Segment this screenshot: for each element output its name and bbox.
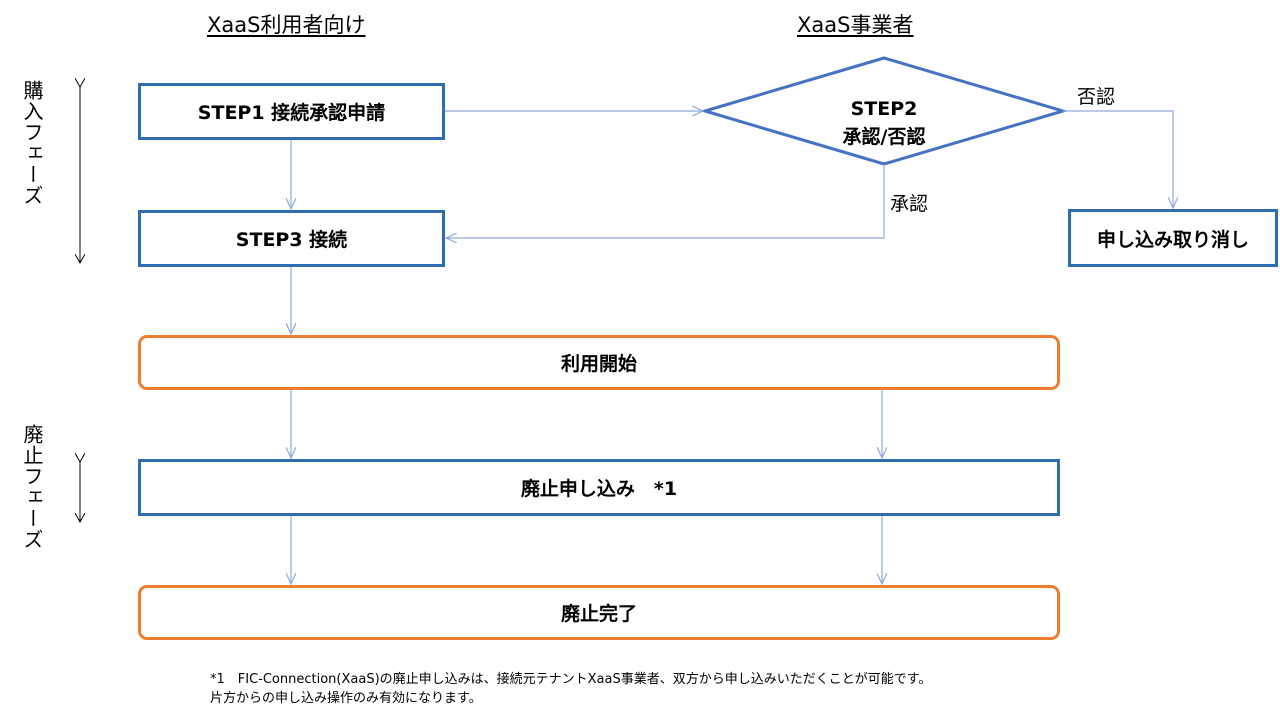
start-label: 利用開始	[560, 353, 637, 375]
step3-box[interactable]: STEP3 接続	[138, 210, 445, 267]
step1-label: STEP1 接続承認申請	[197, 102, 386, 124]
purchase-phase-label: 購入フェーズ	[20, 80, 44, 206]
connector-step2-reject-to-cancel	[1063, 110, 1173, 208]
reject-edge-label: 否認	[1077, 86, 1116, 108]
step2-subtitle: 承認/否認	[842, 126, 926, 148]
header-xaas-provider: XaaS事業者	[797, 13, 914, 37]
abolish-request-label: 廃止申し込み *1	[520, 478, 678, 500]
abolish-complete-box[interactable]: 廃止完了	[138, 585, 1060, 640]
header-xaas-user: XaaS利用者向け	[207, 13, 366, 37]
abolish-request-box[interactable]: 廃止申し込み *1	[138, 459, 1060, 516]
step3-label: STEP3 接続	[235, 229, 348, 251]
step1-box[interactable]: STEP1 接続承認申請	[138, 83, 445, 140]
cancel-box[interactable]: 申し込み取り消し	[1068, 209, 1278, 267]
footnote-line-2: 片方からの申し込み操作のみ有効になります。	[210, 691, 482, 706]
approve-edge-label: 承認	[890, 193, 929, 215]
abolish-phase-label: 廃止フェーズ	[20, 424, 44, 550]
abolish-complete-label: 廃止完了	[560, 603, 637, 625]
step2-text: STEP2 承認/否認	[705, 82, 1063, 164]
connector-step2-approve-to-step3	[446, 164, 885, 238]
footnote-line-1: *1 FIC-Connection(XaaS)の廃止申し込みは、接続元テナントX…	[210, 672, 932, 687]
start-box[interactable]: 利用開始	[138, 335, 1060, 390]
step2-title: STEP2	[850, 98, 918, 120]
cancel-label: 申し込み取り消し	[1096, 228, 1249, 251]
